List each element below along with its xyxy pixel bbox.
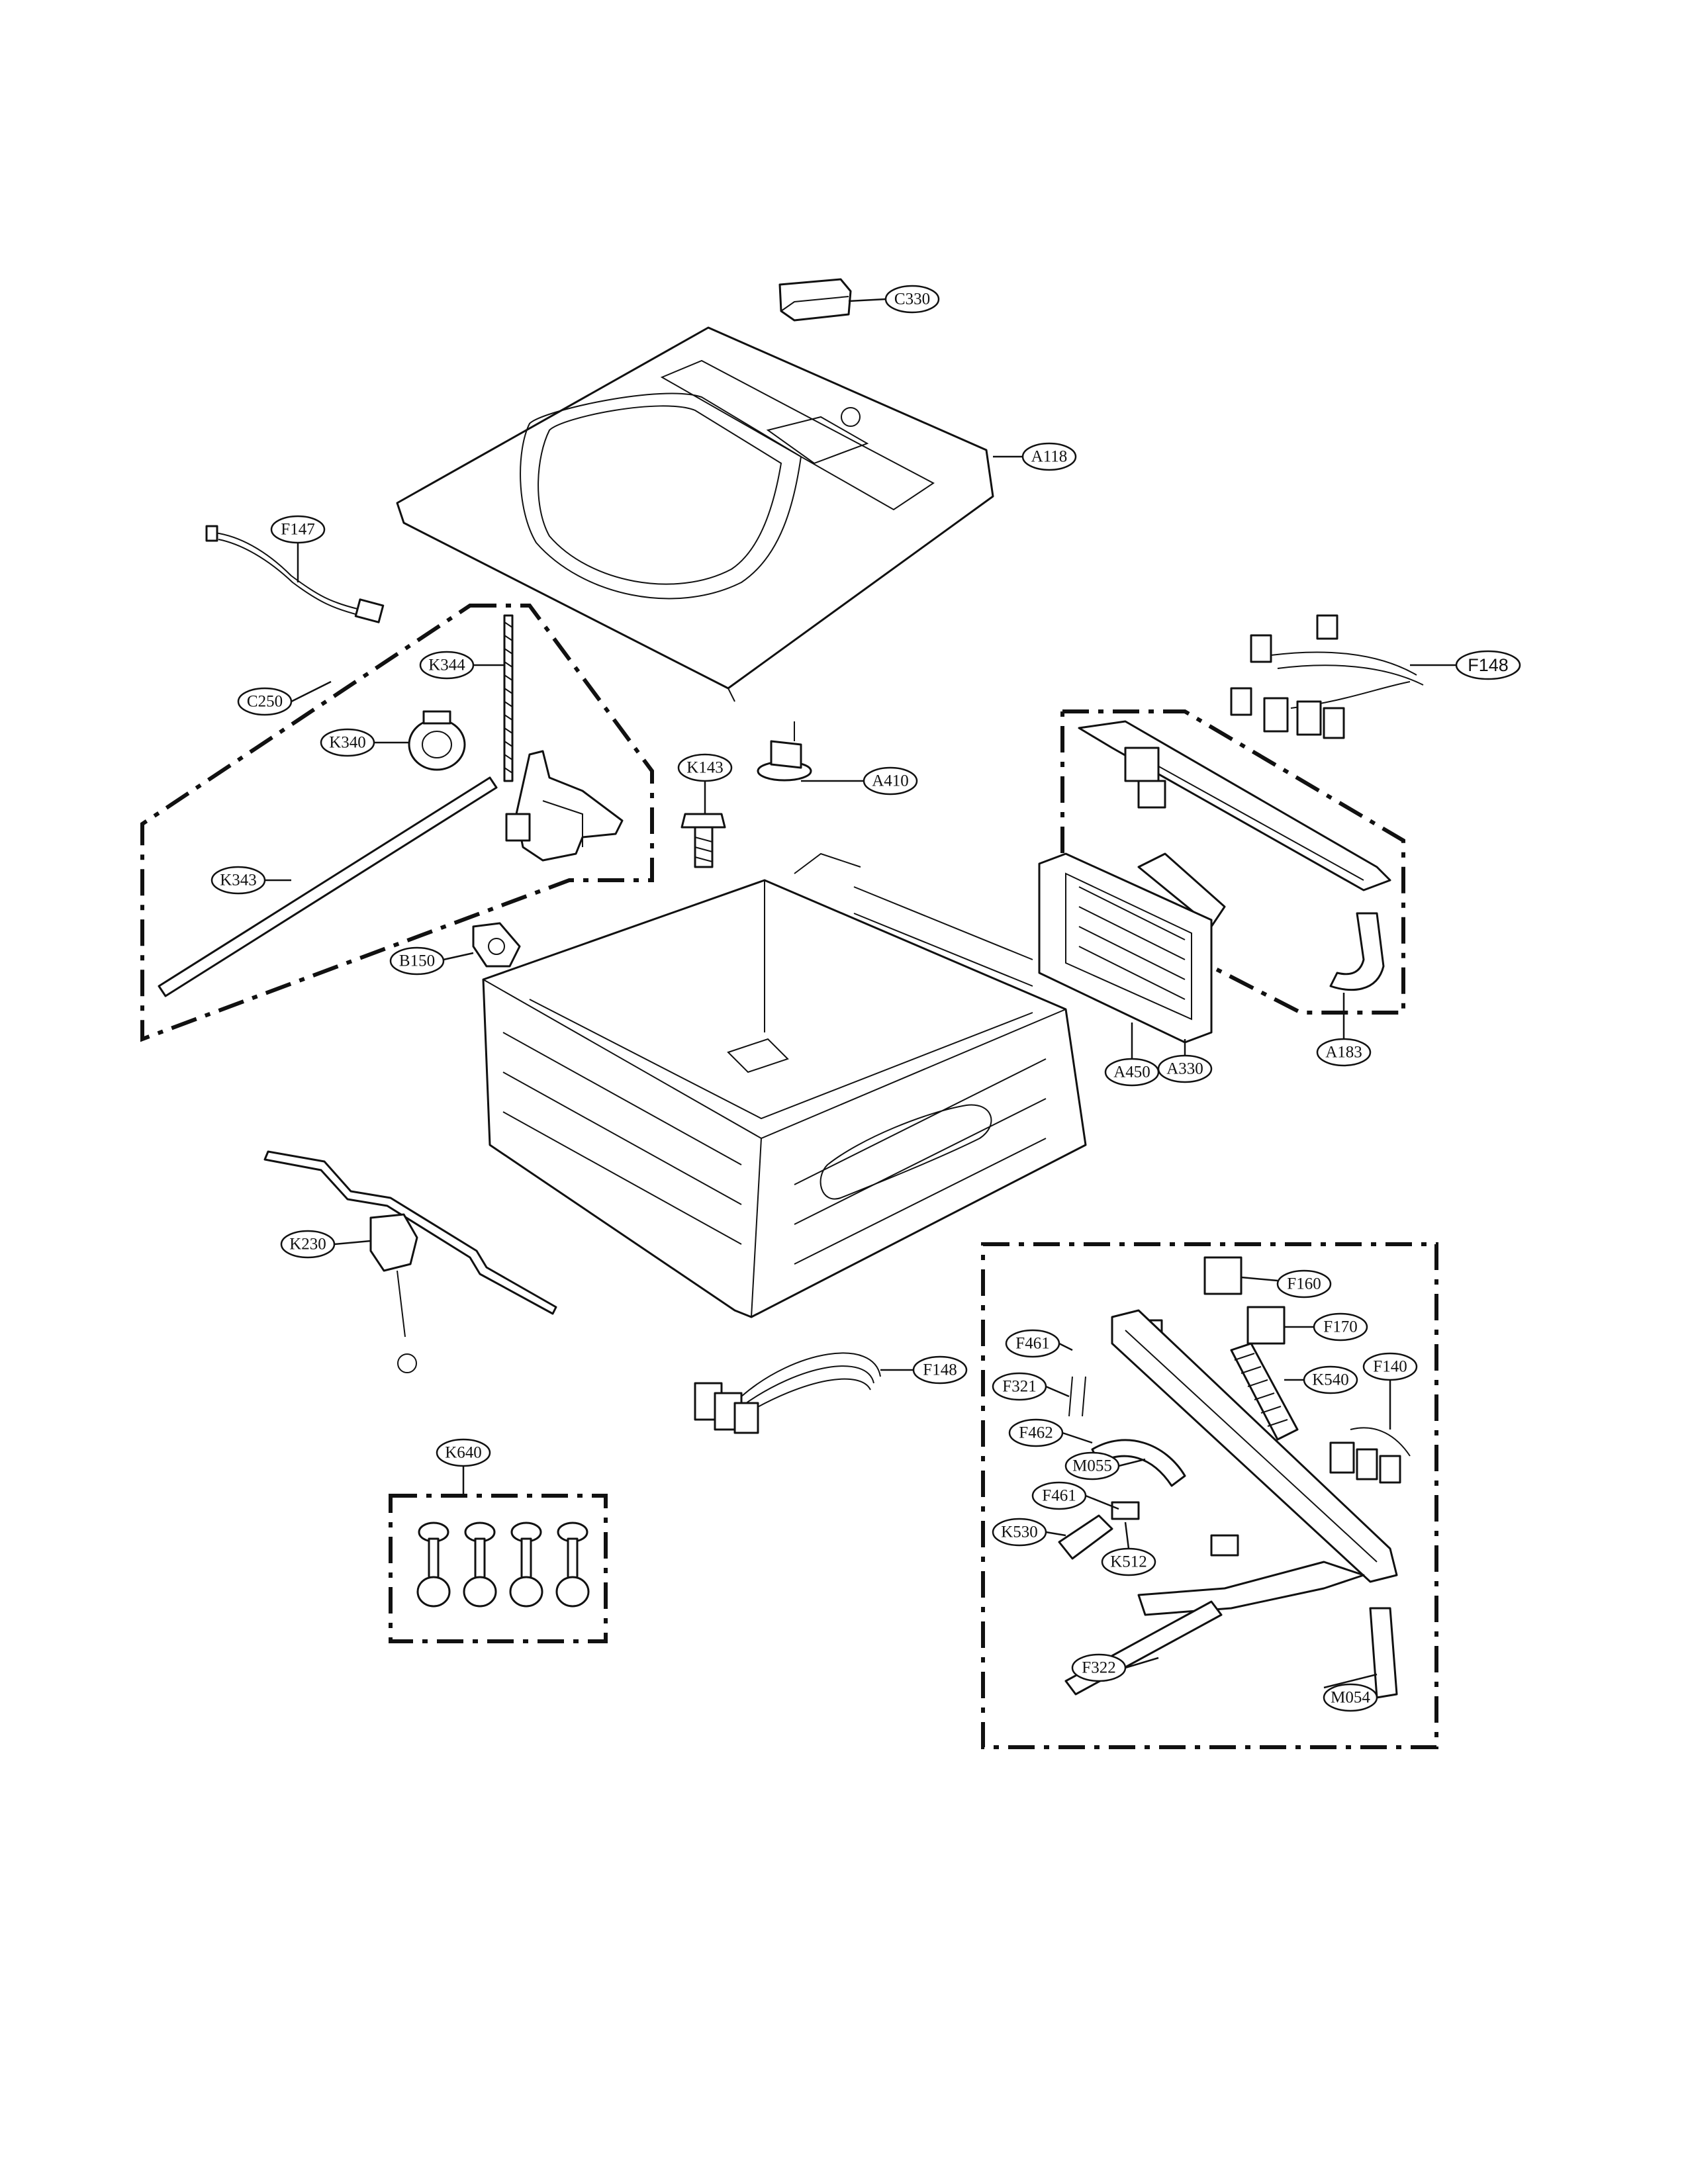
callout-m055: M055 (1064, 1451, 1120, 1480)
callout-label-a330: A330 (1166, 1060, 1203, 1078)
part-b150-clip (472, 922, 521, 968)
part-a330-rear-panel (1038, 852, 1213, 1044)
callout-label-f461-b: F461 (1042, 1487, 1076, 1505)
callout-f462: F462 (1008, 1418, 1064, 1447)
part-pump-assembly (505, 750, 624, 862)
callout-k230: K230 (280, 1230, 336, 1259)
part-f140-harness (1329, 1427, 1411, 1484)
part-a118-top-panel (396, 326, 994, 702)
part-k340-motor (408, 710, 466, 771)
part-k344-coil (503, 614, 514, 782)
callout-k530: K530 (992, 1518, 1047, 1547)
group-water-inlet-box (981, 1242, 1438, 1749)
callout-label-a410: A410 (872, 772, 909, 790)
callout-label-f461-a: F461 (1015, 1335, 1049, 1353)
part-f148-mid-harness (694, 1352, 881, 1434)
part-base-cabinet (482, 852, 1087, 1318)
part-c330-cap (778, 278, 852, 322)
callout-label-c250: C250 (247, 693, 283, 711)
callout-label-f147: F147 (281, 521, 314, 539)
part-f148-top-harness (1230, 614, 1424, 739)
callout-label-f148-mid: F148 (923, 1361, 957, 1379)
callout-f170: F170 (1313, 1312, 1368, 1342)
callout-label-a118: A118 (1031, 448, 1068, 466)
callout-f461-b: F461 (1031, 1481, 1087, 1510)
part-a183-valve-assembly (1078, 720, 1391, 991)
callout-label-k340: K340 (329, 734, 366, 752)
callout-label-k512: K512 (1110, 1553, 1147, 1571)
callout-label-k343: K343 (220, 872, 257, 889)
callout-b150: B150 (389, 946, 445, 976)
callout-k512: K512 (1101, 1547, 1156, 1576)
callout-f147: F147 (270, 515, 326, 544)
callout-label-f140: F140 (1373, 1358, 1407, 1376)
callout-k340: K340 (320, 728, 375, 757)
callout-a410: A410 (863, 766, 918, 796)
callout-label-f321: F321 (1002, 1378, 1036, 1396)
leader-lines (265, 298, 1456, 1689)
callout-label-m055: M055 (1072, 1457, 1112, 1475)
part-detergent-channel (1111, 1309, 1398, 1616)
callout-k640: K640 (436, 1438, 491, 1467)
callout-label-f322: F322 (1082, 1659, 1115, 1677)
callout-k540: K540 (1303, 1365, 1358, 1394)
callout-f322: F322 (1071, 1653, 1127, 1682)
callout-label-f160: F160 (1287, 1275, 1321, 1293)
callout-label-f462: F462 (1019, 1424, 1053, 1442)
group-c250-box (140, 604, 654, 1042)
callout-f140: F140 (1362, 1352, 1418, 1381)
part-f147-harness (205, 525, 385, 623)
callout-c250: C250 (237, 687, 293, 716)
callout-label-f170: F170 (1323, 1318, 1357, 1336)
callout-m054: M054 (1323, 1683, 1378, 1712)
callout-label-a450: A450 (1113, 1064, 1150, 1081)
callout-a118: A118 (1021, 442, 1077, 471)
callout-label-k344: K344 (428, 657, 465, 674)
callout-label-k640: K640 (445, 1444, 482, 1462)
callout-label-f148-top: F148 (1468, 655, 1509, 675)
group-k640-box (389, 1494, 608, 1643)
part-k343-rod (158, 776, 498, 997)
callout-label-k143: K143 (686, 759, 724, 777)
callout-f321: F321 (992, 1372, 1047, 1401)
callout-a450: A450 (1104, 1058, 1160, 1087)
callout-f148-top: F148 (1455, 650, 1521, 680)
callout-label-a183: A183 (1325, 1044, 1362, 1062)
callout-label-c330: C330 (894, 291, 930, 308)
part-k230-actuator (263, 1150, 557, 1373)
callout-f461-a: F461 (1005, 1329, 1060, 1358)
callout-k143: K143 (677, 753, 733, 782)
part-a410-bracket (757, 721, 812, 782)
callout-f160: F160 (1276, 1269, 1332, 1298)
part-k540-bellows (1230, 1342, 1299, 1441)
part-k640-dampers (416, 1522, 590, 1608)
callout-a183: A183 (1316, 1038, 1372, 1067)
callout-a330: A330 (1157, 1054, 1213, 1083)
callout-k344: K344 (419, 651, 475, 680)
callout-label-k230: K230 (289, 1236, 326, 1253)
part-k143-bolt (680, 813, 726, 868)
callout-label-k530: K530 (1001, 1524, 1038, 1541)
callout-k343: K343 (211, 866, 266, 895)
callout-c330: C330 (884, 285, 940, 314)
callout-f148-mid: F148 (912, 1355, 968, 1385)
callout-label-k540: K540 (1312, 1371, 1349, 1389)
callout-label-b150: B150 (399, 952, 435, 970)
callout-label-m054: M054 (1331, 1689, 1370, 1707)
